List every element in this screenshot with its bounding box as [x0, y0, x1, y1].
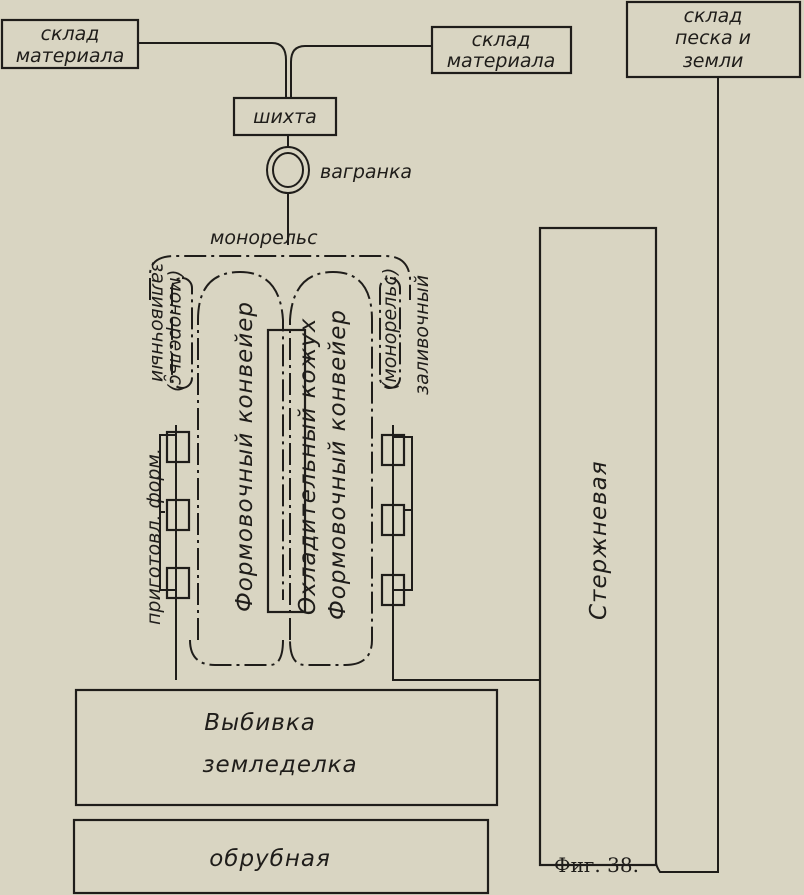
sand-line [655, 77, 719, 873]
feed-line-right [290, 45, 432, 98]
cupola-label: вагранка [320, 161, 412, 183]
svg-text:склад: склад [41, 23, 100, 45]
pouring-left-monorail-label: (монорельс) [165, 270, 187, 392]
core-shop: Стержневая [538, 226, 658, 867]
cooling-casing [266, 328, 307, 614]
mold-prep-label: приготовл. форм. [143, 448, 165, 625]
stations-right [380, 425, 540, 681]
molding-conveyor-left-track-outer [189, 639, 284, 666]
sand-storage: склад песка и земли [625, 0, 802, 79]
charge-box: шихта [232, 96, 338, 137]
svg-text:склад: склад [684, 5, 743, 27]
figure-caption: Фиг. 38. [554, 853, 639, 877]
monorail-label: монорельс [210, 227, 318, 249]
fettling-box: обрубная [72, 818, 490, 895]
pouring-monorail-left [171, 277, 193, 389]
molding-conveyor-right-track [289, 270, 373, 666]
monorail-outer [149, 255, 411, 300]
svg-text:материала: материала [16, 45, 125, 67]
storage-left: склад материала [0, 18, 140, 70]
molding-conveyor-left-label: Формовочный конвейер [232, 301, 258, 612]
knockout-box: Выбивка земледелка [74, 688, 499, 807]
svg-text:Выбивка: Выбивка [204, 710, 316, 736]
molding-conveyor-right-label: Формовочный конвейер [325, 309, 351, 620]
pouring-left-label: заливочный [147, 262, 169, 382]
storage-right: склад материала [430, 25, 573, 75]
svg-text:склад: склад [472, 29, 531, 51]
feed-line-left [138, 42, 287, 98]
svg-text:песка и: песка и [675, 27, 751, 49]
svg-text:обрубная: обрубная [209, 846, 331, 872]
svg-text:земледелка: земледелка [202, 752, 357, 778]
pouring-right-monorail-label: (монорельс) [379, 268, 401, 390]
svg-text:шихта: шихта [253, 106, 317, 128]
cooling-casing-label: Охладительный кожух [295, 317, 321, 615]
svg-text:материала: материала [447, 50, 556, 72]
pouring-monorail-right [379, 277, 401, 389]
pouring-right-label: заливочный [411, 275, 433, 395]
mold-prep-stations-left [159, 425, 191, 680]
cupola-icon [266, 146, 310, 194]
molding-conveyor-left-track [197, 270, 284, 640]
svg-text:Стержневая: Стержневая [586, 460, 612, 620]
svg-text:земли: земли [683, 50, 744, 72]
